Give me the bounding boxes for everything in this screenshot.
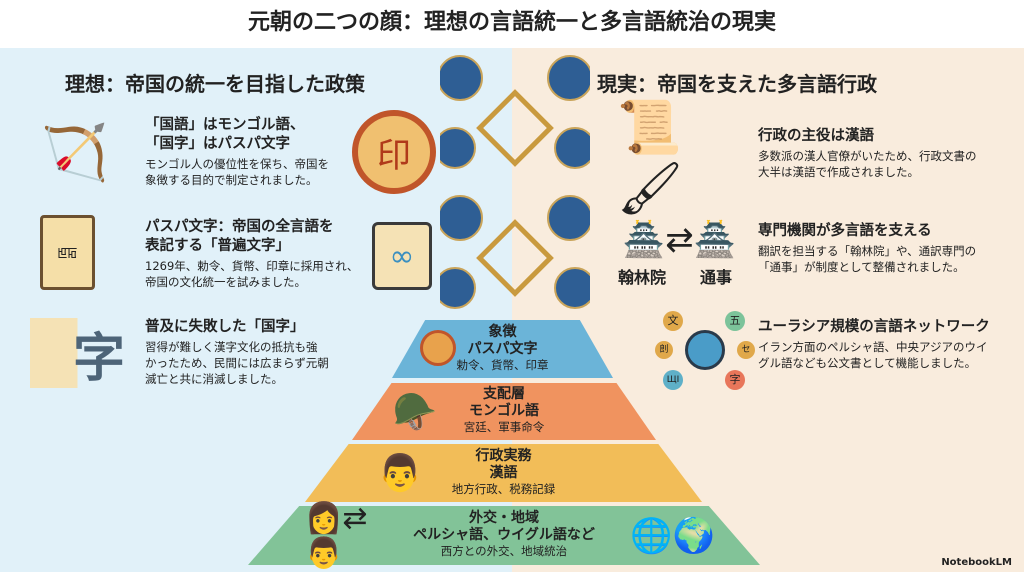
- item-title: 専門機関が多言語を支える: [758, 223, 932, 239]
- network-node: 字: [725, 370, 745, 390]
- globe-icon: [685, 330, 725, 370]
- documents-brush-icon: 📜🖌: [617, 98, 684, 219]
- official-icon: 👨: [377, 453, 423, 494]
- right-item-2: 専門機関が多言語を支える 翻訳を担当する「翰林院」や、通訳専門の「通事」が制度と…: [758, 222, 976, 275]
- buildings-translation-icon: 🏯⇄🏯: [622, 220, 737, 260]
- seal-icon: 印: [352, 110, 436, 194]
- language-network-icon: 文 五 剆 セ ЩI 字: [655, 308, 755, 393]
- knot-scroll-icon: ∞: [372, 222, 432, 290]
- cloud-knot-decoration-icon: [440, 55, 590, 309]
- hanlin-label: 翰林院: [618, 268, 667, 287]
- network-node: セ: [737, 341, 755, 359]
- pyramid-tier-ruling: 支配層モンゴル語宮廷、軍事命令: [352, 383, 656, 440]
- left-item-3: 普及に失敗した「国字」 習得が難しく漢字文化の抵抗も強かったため、民間には広まら…: [145, 318, 329, 387]
- item-title: 普及に失敗した「国字」: [145, 319, 305, 335]
- page-title: 元朝の二つの顔：理想の言語統一と多言語統治の現実: [0, 0, 1024, 48]
- item-desc: 1269年、勅令、貨幣、印章に採用され、帝国の文化統一を試みました。: [145, 259, 359, 289]
- right-item-1: 行政の主役は漢語 多数派の漢人官僚がいたため、行政文書の大半は漢語で作成されまし…: [758, 127, 977, 180]
- pyramid-tier-admin: 行政実務漢語地方行政、税務記録: [305, 444, 702, 502]
- left-heading: 理想：帝国の統一を目指した政策: [65, 72, 365, 96]
- item-title: 「国字」はパスパ文字: [145, 136, 290, 152]
- item-title: パスパ文字：帝国の全言語を: [145, 219, 334, 235]
- item-desc: 翻訳を担当する「翰林院」や、通訳専門の「通事」が制度として整備されました。: [758, 244, 977, 274]
- tongshi-label: 通事: [700, 268, 733, 287]
- item-desc: 多数派の漢人官僚がいたため、行政文書の大半は漢語で作成されました。: [758, 149, 977, 179]
- character-scroll-icon: 字: [30, 318, 125, 389]
- mongol-warrior-icon: 🪖: [392, 392, 438, 433]
- brand-logo: NotebookLM: [941, 557, 1012, 568]
- diplomats-exchange-icon: 👩⇄👨: [305, 501, 368, 571]
- left-item-2: パスパ文字：帝国の全言語を 表記する「普遍文字」 1269年、勅令、貨幣、印章に…: [145, 218, 358, 290]
- item-title: ユーラシア規模の言語ネットワーク: [758, 319, 990, 335]
- right-item-3: ユーラシア規模の言語ネットワーク イラン方面のペルシャ語、中央アジアのウイグル語…: [758, 318, 990, 371]
- item-desc: イラン方面のペルシャ語、中央アジアのウイグル語なども公文書として機能しました。: [758, 340, 988, 370]
- item-title: 行政の主役は漢語: [758, 128, 874, 144]
- item-desc: モンゴル人の優位性を保ち、帝国を象徴する目的で制定されました。: [145, 157, 329, 187]
- item-title: 「国語」はモンゴル語、: [145, 117, 305, 133]
- scroll-icon: ꡁꡂ: [40, 215, 95, 290]
- globes-exchange-icon: 🌐🌍: [630, 516, 715, 556]
- pyramid-tier-regional: 外交・地域ペルシャ語、ウイグル語など西方との外交、地域統治: [248, 506, 760, 565]
- network-node: 剆: [655, 341, 673, 359]
- right-heading: 現実：帝国を支えた多言語行政: [597, 72, 877, 96]
- item-desc: 習得が難しく漢字文化の抵抗も強かったため、民間には広まらず元朝滅亡と共に消滅しま…: [145, 340, 329, 386]
- network-node: 五: [725, 311, 745, 331]
- item-title: 表記する「普遍文字」: [145, 238, 290, 254]
- mongol-archer-icon: 🏹: [41, 121, 109, 184]
- seal-icon: [420, 330, 456, 366]
- network-node: ЩI: [663, 370, 683, 390]
- left-item-1: 「国語」はモンゴル語、 「国字」はパスパ文字 モンゴル人の優位性を保ち、帝国を象…: [145, 116, 329, 188]
- network-node: 文: [663, 311, 683, 331]
